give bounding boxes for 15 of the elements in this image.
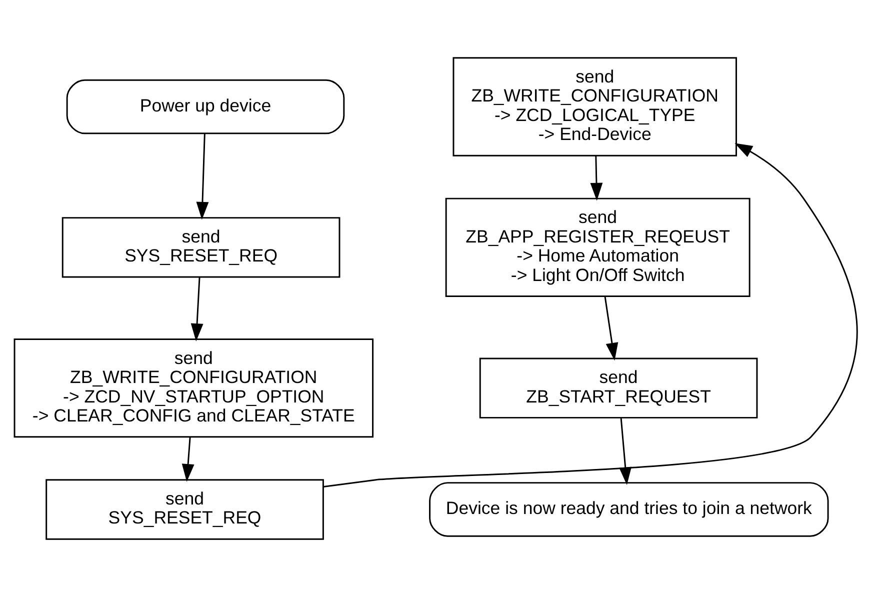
arrow xyxy=(323,142,858,487)
node-box: send SYS_RESET_REQ xyxy=(46,478,324,540)
arrow xyxy=(604,296,618,360)
node-box: send ZB_APP_REGISTER_REQEUST -> Home Automation -> Light On/Off Switch xyxy=(445,197,750,297)
node-box: send ZB_START_REQUEST xyxy=(479,357,758,418)
node-box: send ZB_WRITE_CONFIGURATION -> ZCD_LOGICAL_TYPE -> End-Device xyxy=(452,56,737,156)
node-box: send ZB_WRITE_CONFIGURATION -> ZCD_NV_STARTUP_OPTION -> CLEAR_CONFIG and CLEAR_STATE xyxy=(14,338,374,438)
arrow xyxy=(619,418,632,485)
node-box: Power up device xyxy=(66,78,345,134)
arrow xyxy=(190,276,204,341)
arrow xyxy=(182,436,194,482)
arrow xyxy=(590,155,603,200)
arrow xyxy=(196,133,209,220)
node-box: Device is now ready and tries to join a network xyxy=(429,482,829,536)
node-box: send SYS_RESET_REQ xyxy=(62,216,340,278)
